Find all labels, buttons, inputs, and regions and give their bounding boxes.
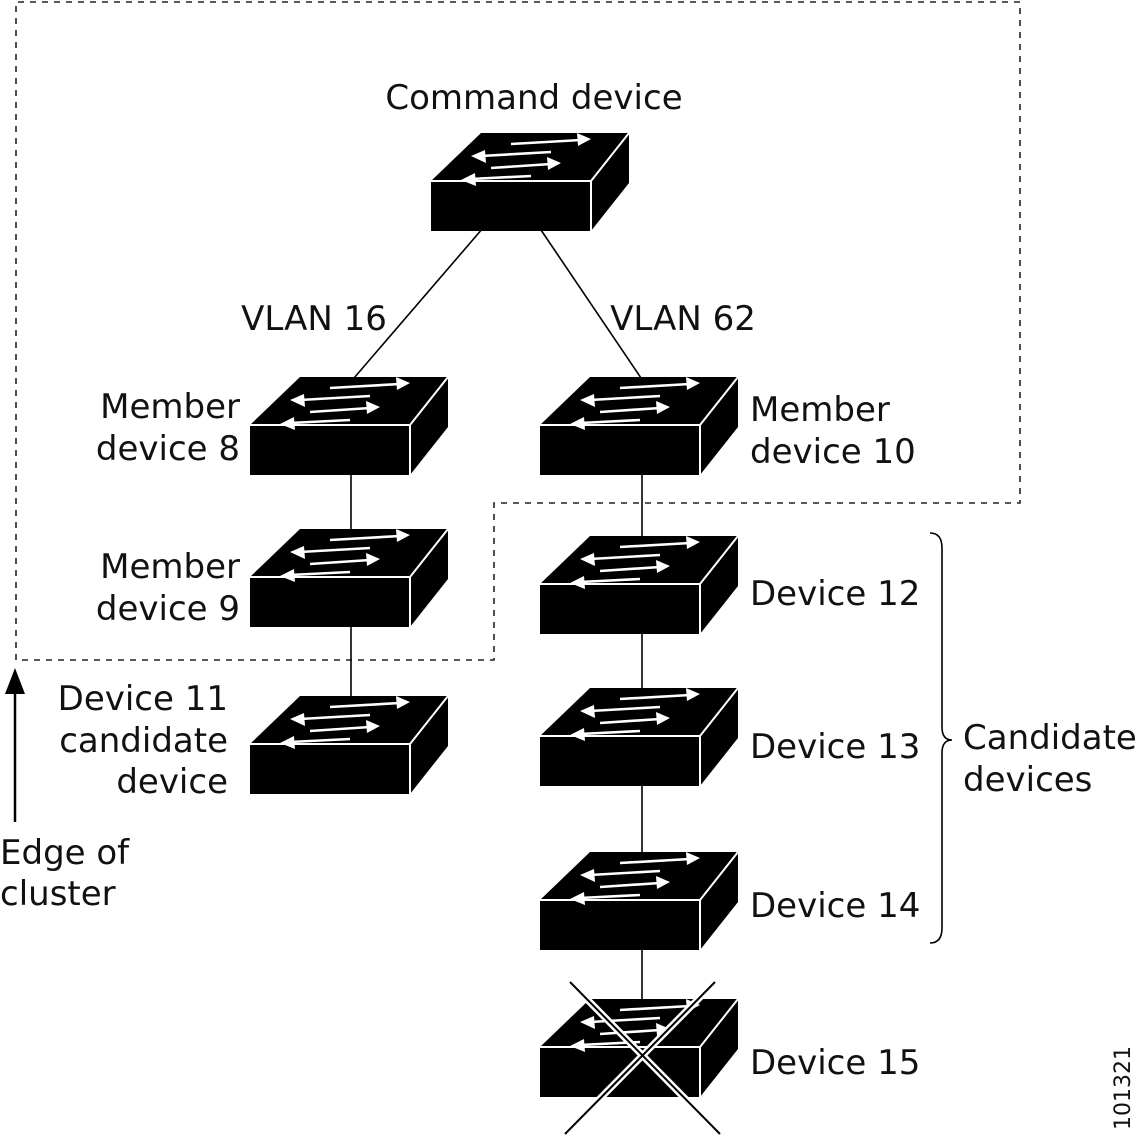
command-device-label: Command device xyxy=(385,78,682,118)
edge-of-cluster-label-line1: Edge of xyxy=(0,833,130,873)
member-device-9-switch-icon xyxy=(248,527,450,629)
device-11-label-line1: Device 11 xyxy=(58,679,228,719)
link-command-member10 xyxy=(540,229,642,379)
device-15-label: Device 15 xyxy=(750,1043,920,1083)
device-14-label: Device 14 xyxy=(750,886,920,926)
device-13-switch-icon xyxy=(538,686,740,788)
device-11-label-line3: device xyxy=(116,762,228,802)
device-11-label-line2: candidate xyxy=(59,721,228,761)
member-device-10-label-line1: Member xyxy=(750,390,890,430)
device-11-switch-icon xyxy=(248,694,450,796)
device-13-label: Device 13 xyxy=(750,727,920,767)
candidate-devices-brace xyxy=(929,532,953,944)
links xyxy=(350,227,643,1000)
member-device-8-label-line1: Member xyxy=(100,387,240,427)
device-14-switch-icon xyxy=(538,850,740,952)
cluster-boundary xyxy=(15,1,1021,661)
edge-of-cluster-label-line2: cluster xyxy=(0,874,116,914)
vlan-16-label: VLAN 16 xyxy=(241,299,387,339)
member-device-9-label-line1: Member xyxy=(100,547,240,587)
device-12-switch-icon xyxy=(538,534,740,636)
member-device-8-switch-icon xyxy=(248,375,450,477)
candidate-devices-label-line2: devices xyxy=(963,760,1092,800)
member-device-10-switch-icon xyxy=(538,375,740,477)
device-15-cross-icon xyxy=(562,979,723,1137)
member-device-8-label-line2: device 8 xyxy=(96,429,240,469)
member-device-10-label-line2: device 10 xyxy=(750,432,916,472)
device-12-label: Device 12 xyxy=(750,574,920,614)
vlan-62-label: VLAN 62 xyxy=(610,299,756,339)
candidate-devices-label-line1: Candidate xyxy=(963,718,1137,758)
figure-number: 101321 xyxy=(1111,1046,1136,1130)
member-device-9-label-line2: device 9 xyxy=(96,589,240,629)
edge-of-cluster-arrow-icon xyxy=(5,668,25,822)
command-device-switch-icon xyxy=(429,131,631,233)
link-command-member8 xyxy=(353,227,484,379)
